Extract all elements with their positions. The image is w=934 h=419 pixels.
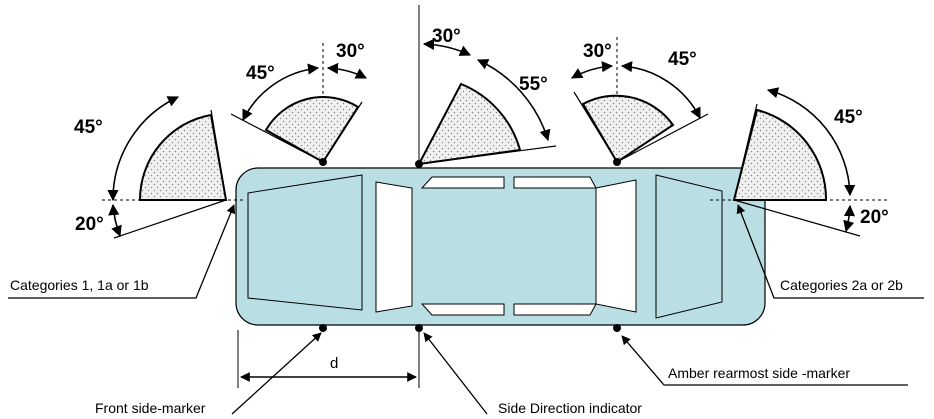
rear-corner-20-arc (843, 204, 856, 233)
indicator-55-arc (476, 59, 551, 142)
front-corner-lower-limit (113, 199, 227, 239)
leader-lines (8, 204, 924, 415)
front-marker-back-limit (230, 113, 324, 163)
rear-corner-sector-fill (732, 108, 828, 201)
rear-marker-upper-point (613, 158, 621, 166)
indicator-sector: 30° 55° (417, 26, 557, 166)
indicator-lower-point (415, 324, 423, 332)
rear-screen (655, 174, 723, 319)
rear-corner-45-arc (766, 87, 856, 197)
angle-rear-corner-down: 20° (860, 207, 889, 228)
label-front-side-marker: Front side-marker (95, 400, 206, 416)
rear-corner-sector: 45° 20° (732, 87, 889, 237)
rear-marker-30-arc (571, 61, 614, 79)
label-rear-categories: Categories 2a or 2b (780, 277, 903, 293)
angle-rear-marker-left: 30° (583, 41, 612, 62)
front-side-marker-leader (231, 332, 322, 415)
windscreen (247, 174, 363, 311)
side-window-rear-top (513, 176, 597, 189)
rear-window-pillar (595, 179, 637, 313)
lamp-points (319, 158, 621, 332)
side-direction-indicator-leader (423, 332, 488, 415)
front-marker-upper-point (319, 158, 327, 166)
front-corner-sector-fill (138, 113, 228, 201)
label-side-direction-indicator: Side Direction indicator (498, 400, 642, 416)
indicator-front-limit (418, 145, 557, 165)
rear-marker-45-arc (620, 61, 701, 119)
indicator-upper-point (415, 160, 423, 168)
indicator-sector-fill (417, 82, 522, 166)
rear-marker-back-limit (573, 91, 618, 163)
angle-front-corner-up: 45° (74, 117, 103, 138)
front-corner-20-arc (108, 203, 122, 238)
angle-front-marker-left: 45° (246, 63, 275, 84)
rear-categories-leader (736, 204, 924, 299)
amber-rearmost-leader (621, 335, 908, 386)
front-marker-lower-point (319, 324, 327, 332)
label-amber-rearmost-side-marker: Amber rearmost side -marker (668, 365, 850, 381)
rear-corner-lower-limit (733, 199, 861, 237)
rear-corner-upper-limit (733, 103, 758, 201)
label-front-categories: Categories 1, 1a or 1b (10, 277, 149, 293)
rear-marker-sector: 30° 45° (571, 41, 709, 164)
rear-marker-lower-point (613, 324, 621, 332)
front-window-pillar (375, 181, 413, 313)
side-window-front-top (420, 176, 505, 189)
front-marker-sector: 45° 30° (230, 41, 368, 164)
angle-indicator-front: 55° (519, 74, 548, 95)
angle-front-marker-right: 30° (336, 41, 365, 62)
dimension-d: d (237, 330, 420, 388)
side-window-front-bottom (420, 303, 505, 316)
front-marker-45-arc (242, 63, 320, 122)
angle-indicator-back: 30° (432, 26, 461, 47)
dimension-d-label: d (330, 355, 338, 372)
front-corner-upper-limit (210, 109, 227, 201)
angle-front-corner-down: 20° (75, 214, 104, 235)
angle-rear-marker-right: 45° (668, 49, 697, 70)
front-corner-sector: 45° 20° (74, 96, 228, 239)
angle-rear-corner-up: 45° (834, 107, 863, 128)
side-window-rear-bottom (513, 303, 597, 316)
rear-marker-front-limit (616, 113, 709, 163)
front-corner-45-arc (107, 96, 180, 202)
front-marker-front-limit (322, 101, 363, 163)
indicator-30-arc (422, 38, 472, 56)
front-categories-leader (8, 204, 236, 299)
front-marker-30-arc (326, 62, 368, 79)
vehicle-outline (235, 167, 766, 326)
